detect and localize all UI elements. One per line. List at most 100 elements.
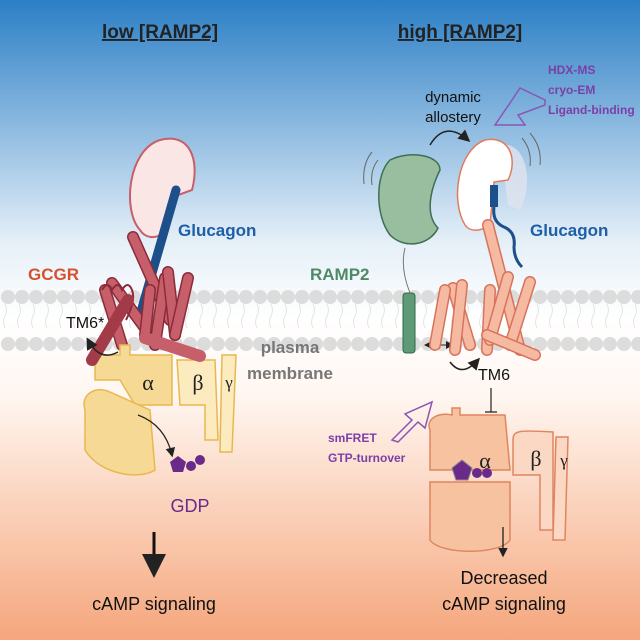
lipid-head [351, 290, 365, 304]
lipid-head [603, 337, 617, 351]
lipid-head [71, 290, 85, 304]
lipid-tail [199, 303, 203, 329]
method-cryo-em: cryo-EM [548, 83, 595, 97]
g-alpha-label: α [142, 370, 154, 395]
lipid-tail [213, 303, 217, 329]
allostery-label-2: allostery [425, 109, 481, 126]
lipid-tail [591, 303, 595, 329]
left-outcome: cAMP signaling [92, 594, 216, 614]
allostery-label-1: dynamic [425, 89, 481, 106]
lipid-head [211, 290, 225, 304]
gcgr-ramp-bound-helices [429, 219, 541, 361]
glucagon-peptide-partial [490, 185, 498, 207]
tm6-helix-outward [86, 294, 134, 366]
ramp2-label: RAMP2 [310, 265, 370, 284]
right-panel-title: high [RAMP2] [398, 22, 523, 43]
lipid-tail [3, 303, 7, 329]
lipid-head [281, 337, 295, 351]
method-ligand-binding: Ligand-binding [548, 103, 635, 117]
lipid-head [533, 337, 547, 351]
ecd-motion-lines [521, 132, 541, 167]
lipid-tail [227, 303, 231, 329]
lipid-head [85, 290, 99, 304]
tm6-movement-arrow [86, 337, 119, 356]
lipid-head [617, 290, 631, 304]
lipid-tail [297, 303, 301, 329]
lipid-head [379, 337, 393, 351]
lipid-tail [367, 303, 371, 329]
lipid-head [1, 337, 15, 351]
lipid-head [589, 290, 603, 304]
method-gtp-turnover: GTP-turnover [328, 451, 406, 465]
lipid-head [197, 290, 211, 304]
ramp2-extracellular-domain [378, 154, 441, 245]
lipid-head [337, 337, 351, 351]
g-alpha-label-right: α [479, 448, 491, 473]
lipid-head [323, 290, 337, 304]
inhibition-line [485, 388, 497, 413]
lipid-tail [395, 303, 399, 329]
methods-bottom-arrow [390, 400, 434, 443]
lipid-head [267, 337, 281, 351]
helix [150, 273, 170, 350]
lipid-tail [241, 303, 245, 329]
lipid-head [309, 337, 323, 351]
lipid-head [15, 337, 29, 351]
lipid-tail [563, 303, 567, 329]
lipid-head [295, 290, 309, 304]
lipid-head [617, 337, 631, 351]
lipid-tail [479, 303, 483, 329]
gcgr-transmembrane-helices [99, 231, 194, 351]
g-beta-label-right: β [530, 446, 541, 471]
helix [450, 280, 467, 355]
gcgr-ecd-bound [456, 138, 513, 231]
lipid-head [631, 290, 640, 304]
lipid-head [603, 290, 617, 304]
lipid-head [239, 290, 253, 304]
glucagon-label-left: Glucagon [178, 221, 256, 240]
lipid-head [575, 290, 589, 304]
methods-top-arrow [493, 87, 546, 126]
membrane-label-2: membrane [247, 364, 333, 383]
tm6-star-label: TM6* [66, 315, 104, 332]
lipid-tail [87, 303, 91, 329]
lipid-head [225, 337, 239, 351]
ramp2-motion-lines [363, 151, 379, 186]
g-beta-label: β [192, 370, 203, 395]
method-smfret: smFRET [328, 431, 377, 445]
lipid-head [561, 337, 575, 351]
lipid-head [547, 337, 561, 351]
lipid-head [547, 290, 561, 304]
lipid-head [323, 337, 337, 351]
lipid-head [351, 337, 365, 351]
lipid-head [365, 290, 379, 304]
glucagon-label-right: Glucagon [530, 221, 608, 240]
lipid-tail [535, 303, 539, 329]
method-hdx-ms: HDX-MS [548, 63, 595, 77]
lipid-head [197, 337, 211, 351]
gcgr-label: GCGR [28, 265, 79, 284]
lipid-head [43, 290, 57, 304]
helix [170, 273, 193, 340]
lipid-head [267, 290, 281, 304]
lipid-head [15, 290, 29, 304]
lipid-head [71, 337, 85, 351]
g-protein-high [428, 407, 569, 552]
lipid-head [281, 290, 295, 304]
lipid-tail [381, 303, 385, 329]
lipid-head [57, 337, 71, 351]
lipid-head [337, 290, 351, 304]
lipid-head [379, 290, 393, 304]
allostery-arrow [429, 129, 471, 146]
gdp-release-arrow [137, 414, 176, 458]
gcgr-extracellular-domain [128, 137, 196, 238]
lipid-tail [17, 303, 21, 329]
gdp-label: GDP [170, 496, 209, 516]
lipid-tail [605, 303, 609, 329]
lipid-tail [339, 303, 343, 329]
lipid-tail [633, 303, 637, 329]
ramp2-transmembrane-helix [402, 292, 416, 354]
lipid-tail [185, 303, 189, 329]
